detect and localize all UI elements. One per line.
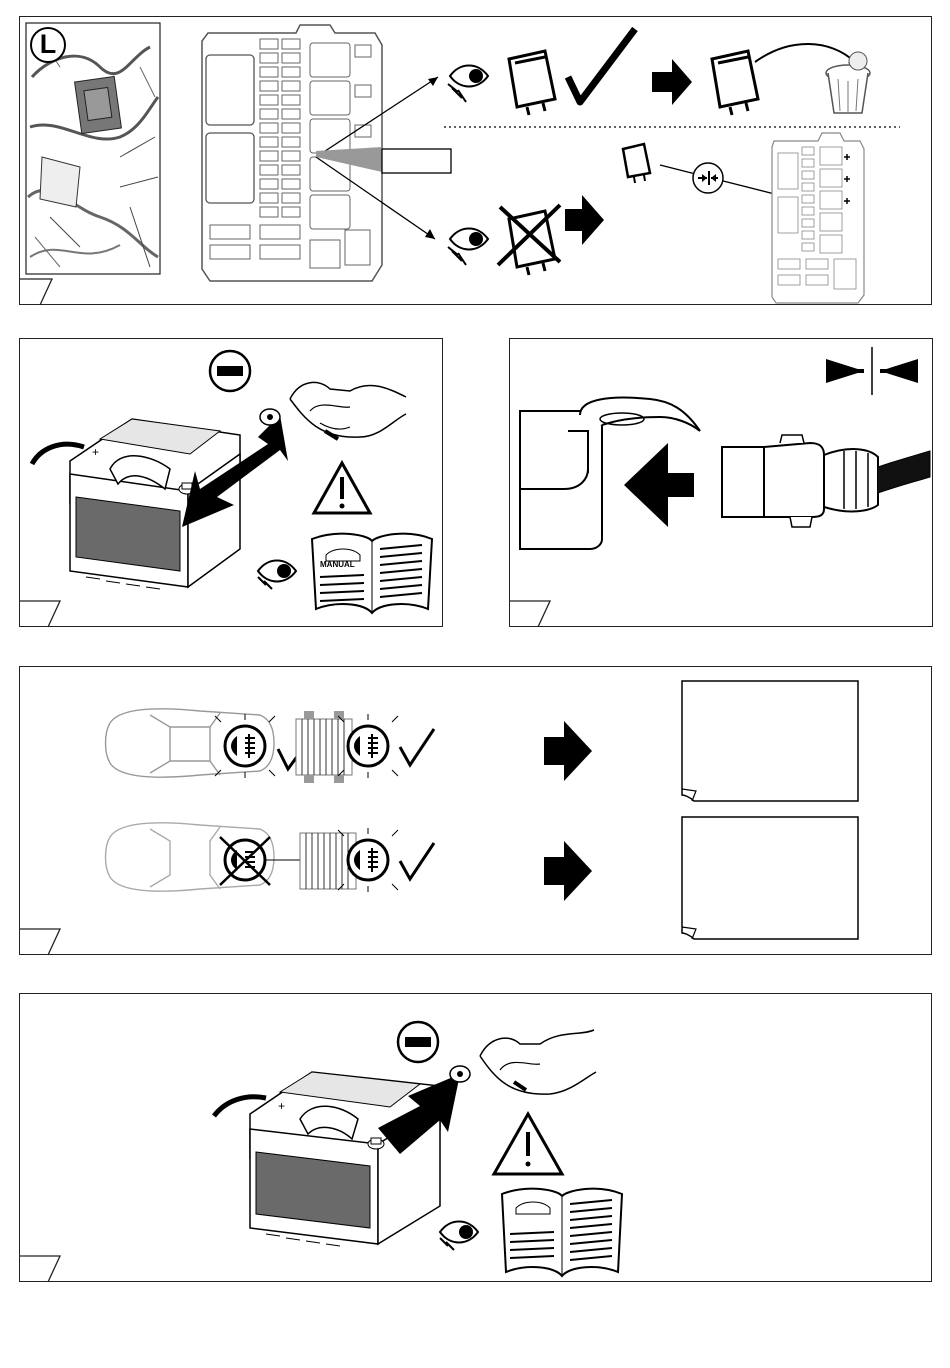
arrow-right-icon	[544, 841, 592, 901]
panel-2-art: +	[20, 339, 444, 628]
panel-1-art	[20, 17, 933, 306]
manual-book-icon	[312, 534, 432, 613]
label-callout-box	[382, 149, 451, 173]
arrow-left-icon	[624, 443, 694, 527]
instruction-panel-1: L	[19, 16, 932, 305]
panel-5-art: +	[20, 994, 933, 1283]
eye-icon	[258, 561, 296, 590]
instruction-panel-2: +	[19, 338, 443, 627]
trash-can-icon	[826, 52, 870, 113]
fuse-box-small	[772, 133, 864, 303]
eye-icon	[440, 1222, 478, 1251]
warning-triangle-icon	[314, 463, 370, 513]
checkmark-icon	[400, 729, 434, 765]
page-corner-icon	[510, 601, 550, 627]
plus-label: +	[92, 445, 99, 459]
relay-icon	[623, 144, 650, 183]
relay-icon	[712, 51, 758, 115]
throw-away-arrow	[755, 44, 855, 62]
page-corner-icon	[20, 1256, 60, 1282]
arrow-right-icon	[544, 721, 592, 781]
result-box-1	[682, 681, 858, 801]
instruction-panel-3	[509, 338, 933, 627]
manual-label: MANUAL	[320, 560, 355, 569]
page-corner-icon	[20, 929, 60, 955]
page-corner-icon	[20, 601, 60, 627]
location-badge: L	[30, 27, 66, 63]
press-fit-icon	[826, 347, 918, 395]
minus-terminal-icon	[398, 1022, 438, 1062]
eye-icon	[448, 229, 488, 266]
hand-icon	[450, 1030, 596, 1094]
result-box-2	[682, 817, 858, 939]
manual-book-icon	[502, 1189, 622, 1276]
panel-4-art	[20, 667, 933, 956]
checkmark-icon	[400, 843, 434, 879]
page-corner-icon	[20, 279, 52, 305]
plus-label: +	[278, 1099, 285, 1113]
instruction-panel-5: +	[19, 993, 932, 1282]
fog-lamp-icon	[215, 714, 275, 778]
checkmark-icon	[568, 29, 635, 102]
relay-icon	[509, 51, 555, 115]
arrow-right-icon	[565, 195, 604, 245]
minus-terminal-icon	[210, 351, 250, 391]
press-fit-icon	[693, 163, 723, 193]
eye-icon	[448, 66, 488, 103]
connector-icon	[722, 435, 930, 527]
panel-3-art	[510, 339, 934, 628]
arrow-right-icon	[652, 59, 692, 105]
instruction-panel-4	[19, 666, 932, 955]
warning-triangle-icon	[494, 1114, 562, 1174]
